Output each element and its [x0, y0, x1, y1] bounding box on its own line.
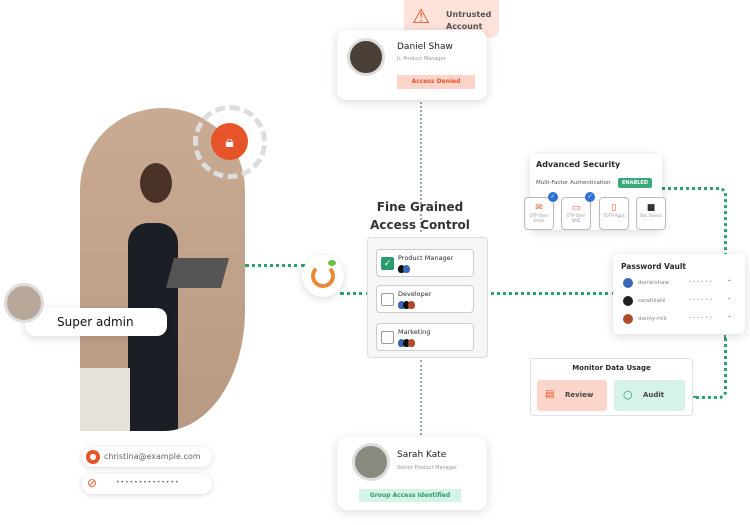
connector: [693, 335, 727, 399]
role-developer[interactable]: Developer: [376, 285, 474, 313]
password-value: ••••••••••••••: [116, 479, 180, 486]
checkbox[interactable]: [381, 293, 394, 306]
token-icon: ■: [646, 203, 656, 213]
mfa-label: Bot Tokens: [640, 213, 662, 218]
vault-entry[interactable]: danielshaw••••••⌄: [623, 277, 743, 291]
fgac-title: Fine Grained Access Control: [360, 198, 480, 234]
people-icon: [398, 265, 410, 273]
sms-icon: ▭: [571, 203, 581, 213]
sarah-avatar: [352, 443, 390, 481]
daniel-shaw-card: Daniel Shaw Jr. Product Manager Access D…: [337, 30, 487, 100]
mfa-label: OTP Over Email: [529, 213, 549, 223]
fgac-title-line1: Fine Grained: [376, 200, 464, 214]
monitor-data-usage-card: Monitor Data Usage ▤ Review ○ Audit: [530, 358, 693, 416]
chevron-down-icon: ⌄: [727, 295, 732, 301]
warning-triangle-icon: ⚠︎: [412, 4, 430, 28]
group-access-status: Group Access Identified: [359, 489, 461, 502]
vault-entry[interactable]: danny-rick••••••⌄: [623, 313, 743, 327]
daniel-name: Daniel Shaw: [397, 42, 453, 52]
daniel-role: Jr. Product Manager: [397, 56, 446, 62]
sarah-kate-card: Sarah Kate Senior Product Manager Group …: [337, 437, 487, 510]
eye-off-icon[interactable]: ⊘: [87, 476, 98, 490]
security-title: Advanced Security: [536, 160, 621, 169]
review-label: Review: [565, 391, 594, 399]
app-logo: [302, 255, 344, 297]
super-admin-label: Super admin: [57, 315, 134, 329]
audit-label: Audit: [643, 391, 665, 399]
audit-button[interactable]: ○ Audit: [614, 380, 685, 411]
untrusted-line2: Account: [446, 22, 483, 31]
mfa-label: OTP Over SMS: [566, 213, 586, 223]
mfa-bot-tokens[interactable]: ■Bot Tokens: [636, 197, 666, 230]
advanced-security-card: Advanced Security Multi-Factor Authentic…: [524, 154, 666, 230]
checkbox[interactable]: [381, 331, 394, 344]
connector: [340, 292, 370, 295]
access-denied-status: Access Denied: [397, 75, 475, 89]
mfa-label: TOTP Apps: [603, 213, 625, 218]
connector: [420, 102, 422, 232]
admin-avatar: [4, 283, 44, 323]
people-icon: [398, 301, 415, 309]
email-value: christina@example.com: [104, 452, 201, 461]
role-list: ✓ Product Manager Developer Marketing: [367, 237, 488, 358]
folder-chart-icon: ▤: [545, 389, 555, 400]
super-admin-badge: Super admin: [25, 308, 167, 336]
role-label: Product Manager: [398, 254, 454, 262]
review-button[interactable]: ▤ Review: [537, 380, 607, 411]
mfa-enabled-badge[interactable]: ENABLED: [618, 178, 652, 188]
connector: [662, 187, 727, 257]
sarah-name: Sarah Kate: [397, 450, 447, 460]
woman-photo: [80, 108, 245, 431]
chevron-down-icon: ⌄: [727, 277, 732, 283]
search-icon: ○: [623, 388, 633, 401]
phone-icon: ▯: [611, 203, 617, 213]
mfa-sms[interactable]: ▭OTP Over SMS ✓: [561, 192, 595, 230]
fgac-title-line2: Access Control: [370, 218, 470, 232]
password-vault-card: Password Vault danielshaw••••••⌄ sarahka…: [613, 254, 745, 334]
chevron-down-icon: ⌄: [727, 313, 732, 319]
vault-title: Password Vault: [621, 262, 686, 271]
user-icon: ●: [86, 450, 100, 464]
connector: [245, 264, 305, 267]
people-icon: [398, 339, 415, 347]
daniel-avatar: [347, 38, 385, 76]
role-label: Developer: [398, 290, 432, 298]
connector: [460, 292, 615, 295]
role-marketing[interactable]: Marketing: [376, 323, 474, 351]
vault-entry[interactable]: sarahkate••••••⌄: [623, 295, 743, 309]
email-icon: ✉: [535, 203, 543, 213]
untrusted-line1: Untrusted: [446, 10, 492, 19]
password-field[interactable]: ⊘ ••••••••••••••: [82, 474, 212, 494]
connector: [420, 360, 422, 435]
sarah-role: Senior Product Manager: [397, 465, 458, 471]
monitor-title: Monitor Data Usage: [572, 364, 651, 372]
email-field[interactable]: ● christina@example.com: [82, 447, 212, 467]
lock-ring: [193, 105, 267, 179]
mfa-email[interactable]: ✉OTP Over Email ✓: [524, 192, 558, 230]
checkbox-checked[interactable]: ✓: [381, 257, 394, 270]
role-product-manager[interactable]: ✓ Product Manager: [376, 249, 474, 277]
role-label: Marketing: [398, 328, 431, 336]
mfa-totp[interactable]: ▯TOTP Apps: [599, 197, 629, 230]
lock-icon: 🔒︎: [211, 123, 248, 160]
check-badge-icon: ✓: [548, 192, 558, 202]
mfa-label: Multi-Factor Authentication: [536, 180, 611, 186]
check-badge-icon: ✓: [585, 192, 595, 202]
